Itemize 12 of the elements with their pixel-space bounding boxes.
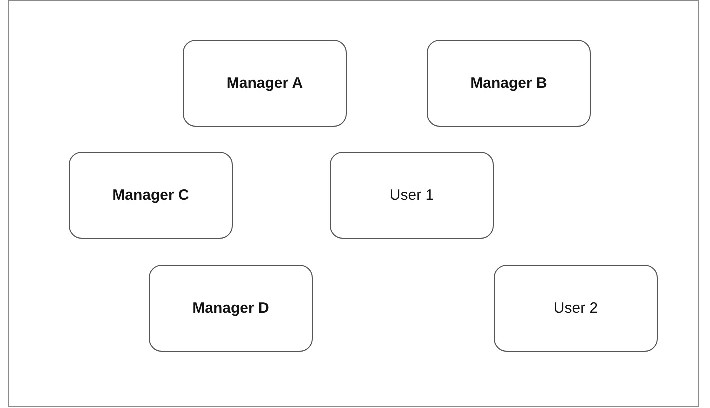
- box-label: User 2: [554, 300, 598, 317]
- rounded-box: [183, 40, 347, 127]
- rounded-box: [427, 40, 591, 127]
- box-label: Manager D: [192, 300, 270, 317]
- rounded-box: [149, 265, 313, 352]
- box-label: User 1: [390, 187, 434, 204]
- rounded-box: [69, 152, 233, 239]
- rounded-box: [494, 265, 658, 352]
- box-label: Manager B: [470, 75, 548, 92]
- rounded-box: [330, 152, 494, 239]
- box-label: Manager A: [226, 75, 304, 92]
- box-label: Manager C: [112, 187, 190, 204]
